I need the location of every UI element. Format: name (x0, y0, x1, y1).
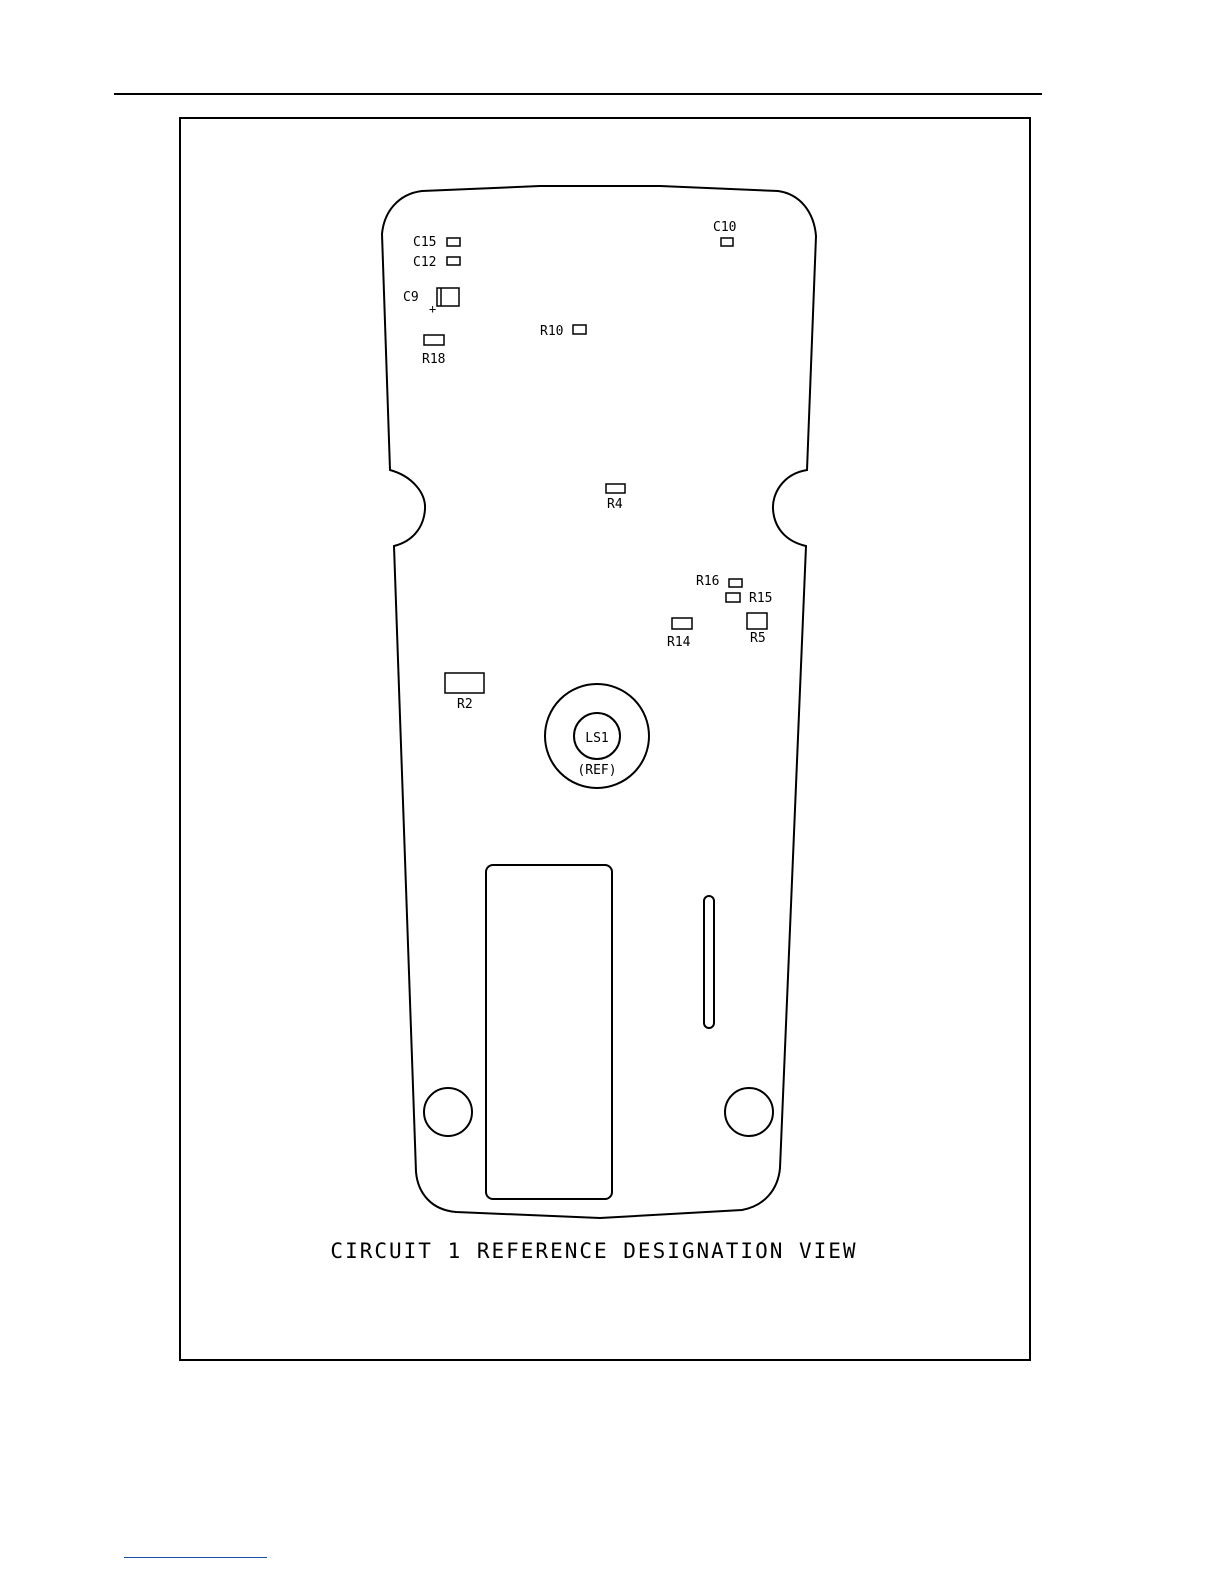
pad-c10 (721, 238, 733, 246)
label-r15: R15 (749, 591, 772, 606)
pad-c12 (447, 257, 460, 265)
label-r16: R16 (696, 574, 719, 589)
label-r5: R5 (750, 631, 766, 646)
label-c9-plus: + (429, 302, 436, 316)
label-c12: C12 (413, 255, 436, 270)
pad-r4 (606, 484, 625, 493)
pad-r16 (729, 579, 742, 587)
label-r2: R2 (457, 697, 473, 712)
footer-link-rule (124, 1557, 267, 1558)
label-r18: R18 (422, 352, 445, 367)
pad-r18 (424, 335, 444, 345)
mounting-hole-left (424, 1088, 472, 1136)
label-r10: R10 (540, 324, 563, 339)
label-ls1-ref: (REF) (577, 763, 616, 778)
pad-r5 (747, 613, 767, 629)
pad-r14 (672, 618, 692, 629)
label-c15: C15 (413, 235, 436, 250)
label-r4: R4 (607, 497, 623, 512)
label-r14: R14 (667, 635, 691, 650)
board-outline (382, 186, 816, 1218)
drawing-caption: CIRCUIT 1 REFERENCE DESIGNATION VIEW (330, 1239, 857, 1263)
pad-r15 (726, 593, 740, 602)
label-ls1: LS1 (585, 731, 608, 746)
slot-cutout (704, 896, 714, 1028)
pad-r2 (445, 673, 484, 693)
mounting-hole-right (725, 1088, 773, 1136)
label-c10: C10 (713, 220, 736, 235)
label-c9: C9 (403, 290, 419, 305)
pad-c15 (447, 238, 460, 246)
battery-cutout (486, 865, 612, 1199)
pad-r10 (573, 325, 586, 334)
